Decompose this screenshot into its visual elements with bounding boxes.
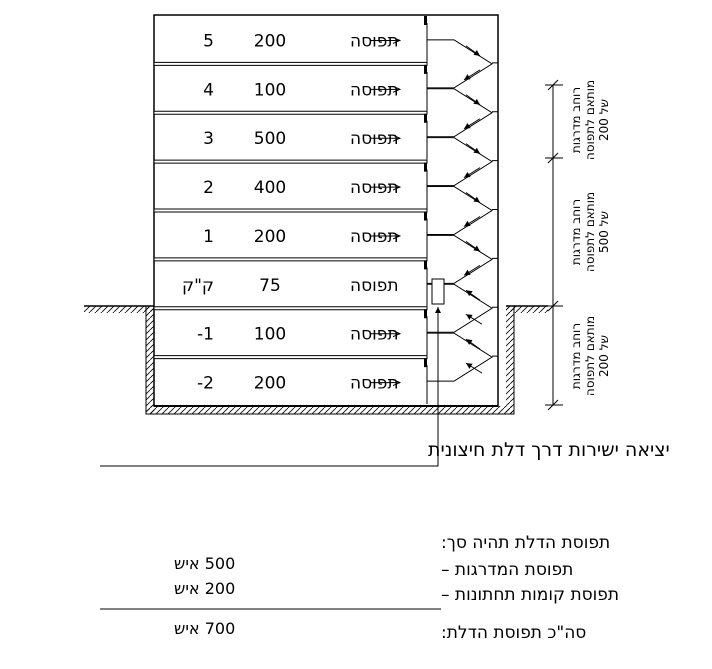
stair-direction-arrow xyxy=(465,289,481,301)
summary-heading: תפוסת הדלת תהיה סך: xyxy=(441,533,610,553)
summary-row-value: 200 איש xyxy=(174,579,235,598)
door-jamb xyxy=(424,113,427,123)
floor-slab xyxy=(153,159,428,164)
floor: 3 500 תפוסה xyxy=(153,110,428,160)
stair-flight xyxy=(427,332,498,382)
floor-occupancy-value: 100 xyxy=(254,325,286,345)
floor-level-label: 3 xyxy=(203,129,214,149)
stair-direction-arrow xyxy=(465,94,481,106)
stair-flight xyxy=(427,88,498,138)
floor-occupancy-label: תפוסה xyxy=(350,31,399,51)
staircase xyxy=(427,39,498,382)
floor-level-label: 5 xyxy=(203,31,214,51)
floor: -1 100 תפוסה xyxy=(153,306,428,356)
door-jamb xyxy=(424,162,427,172)
stair-direction-arrow xyxy=(465,143,481,155)
floor-slab xyxy=(153,61,428,66)
stair-flight xyxy=(427,234,498,284)
floors: 5 200 תפוסה 4 100 תפוסה 3 500 תפוסה 2 400 תפוסה 1 200… xyxy=(153,16,428,404)
floor: 2 400 תפוסה xyxy=(153,159,428,209)
stair-direction-arrow xyxy=(463,216,481,227)
floor-occupancy-label: תפוסה xyxy=(350,129,399,149)
floor-slab xyxy=(153,306,428,311)
stair-direction-arrow xyxy=(465,362,483,374)
summary-row-value: 500 איש xyxy=(174,554,235,573)
door-jamb xyxy=(424,260,427,270)
floor-occupancy-label: תפוסה xyxy=(350,178,399,198)
floor-slab xyxy=(153,208,428,213)
stair-direction-arrow xyxy=(465,338,481,350)
stair-zone-annotation: רוחב מדרגות מותאם לתפוסה של 500 xyxy=(569,192,611,272)
floor-level-label: -2 xyxy=(197,374,214,394)
floor-level-label: 2 xyxy=(203,178,214,198)
door-jamb xyxy=(424,64,427,74)
floor-occupancy-value: 400 xyxy=(254,178,286,198)
floor-occupancy-label: תפוסה xyxy=(350,276,399,296)
floor-occupancy-label: תפוסה xyxy=(350,374,399,394)
summary-row-label: תפוסת קומות תחתונות – xyxy=(441,585,619,605)
door-jamb xyxy=(424,211,427,221)
stair-zone-label: מותאם לתפוסה xyxy=(583,80,597,160)
floor-occupancy-label: תפוסה xyxy=(350,227,399,247)
floor-occupancy-value: 100 xyxy=(254,80,286,100)
ground xyxy=(84,305,548,415)
stair-zone-annotation: רוחב מדרגות מותאם לתפוסה של 200 xyxy=(569,316,611,396)
door-jamb xyxy=(424,358,427,368)
floor-level-label: -1 xyxy=(197,325,214,345)
floor: 5 200 תפוסה xyxy=(203,16,428,62)
stair-flight xyxy=(427,186,498,235)
floor-occupancy-value: 200 xyxy=(254,374,286,394)
summary-total-value: 700 איש xyxy=(174,619,235,638)
floor-occupancy-value: 75 xyxy=(259,276,281,296)
stair-direction-arrow xyxy=(463,69,481,81)
stair-flight xyxy=(427,39,498,89)
door-jamb xyxy=(424,309,427,319)
stair-zone-label: רוחב מדרגות xyxy=(569,323,583,389)
stair-flight xyxy=(427,137,498,187)
stair-zone-label: מותאם לתפוסה xyxy=(583,192,597,272)
floor-level-label: ק"ק xyxy=(182,276,214,296)
floor: 1 200 תפוסה xyxy=(153,208,428,258)
floor-occupancy-label: תפוסה xyxy=(350,80,399,100)
stair-zone-label: מותאם לתפוסה xyxy=(583,316,597,396)
summary-total-label: סה"כ תפוסת הדלת: xyxy=(441,623,586,643)
floor-slab xyxy=(153,110,428,115)
stair-direction-arrow xyxy=(463,167,481,179)
door-jamb xyxy=(424,16,427,25)
stair-zone-label: רוחב מדרגות xyxy=(569,199,583,265)
stair-zone-annotation: רוחב מדרגות מותאם לתפוסה של 200 xyxy=(569,80,611,160)
summary-row-label: תפוסת המדרגות – xyxy=(441,560,573,580)
floor-occupancy-value: 200 xyxy=(254,31,286,51)
stair-direction-arrow xyxy=(465,192,481,203)
floor-level-label: 4 xyxy=(203,80,214,100)
stair-zone-label: של 200 xyxy=(597,99,611,141)
stair-zone-label: של 200 xyxy=(597,335,611,377)
floor-level-label: 1 xyxy=(203,227,214,247)
dimension-line xyxy=(545,79,563,411)
exit-callout: יציאה ישירות דרך דלת חיצונית xyxy=(100,429,670,467)
floor-slab xyxy=(153,257,428,262)
stair-direction-arrow xyxy=(465,313,483,325)
stair-direction-arrow xyxy=(465,45,481,57)
floor-occupancy-value: 200 xyxy=(254,227,286,247)
floor-occupancy-value: 500 xyxy=(254,129,286,149)
stair-zone-label: של 500 xyxy=(597,211,611,253)
exit-callout-text: יציאה ישירות דרך דלת חיצונית xyxy=(428,439,670,461)
stair-zone-label: רוחב מדרגות xyxy=(569,87,583,153)
exit-door xyxy=(431,278,445,305)
stair-direction-arrow xyxy=(463,264,481,276)
stair-flight xyxy=(427,283,498,333)
floor: -2 200 תפוסה xyxy=(153,355,428,404)
floor: ק"ק 75 תפוסה xyxy=(153,257,428,307)
stair-direction-arrow xyxy=(465,240,481,252)
floor-slab xyxy=(153,355,428,360)
floor-occupancy-label: תפוסה xyxy=(350,325,399,345)
stair-direction-arrow xyxy=(463,118,481,130)
floor: 4 100 תפוסה xyxy=(153,61,428,111)
occupancy-summary: תפוסת הדלת תהיה סך: תפוסת המדרגות – 500 … xyxy=(100,533,619,643)
